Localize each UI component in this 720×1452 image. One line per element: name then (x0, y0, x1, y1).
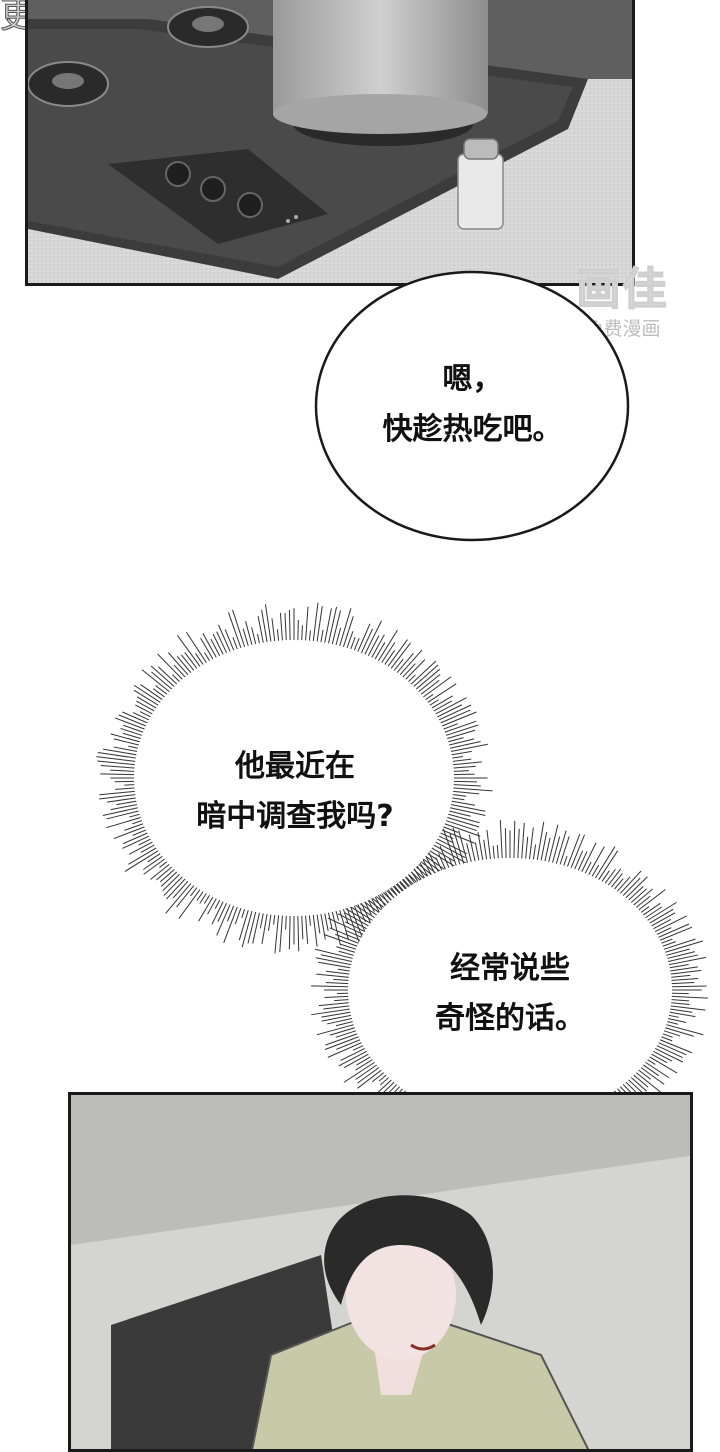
speech-text: 嗯， 快趁热吃吧。 (320, 355, 625, 455)
speech-line-1: 嗯， (320, 355, 625, 405)
thought-2-line-1: 经常说些 (355, 944, 665, 994)
thought-text-2: 经常说些 奇怪的话。 (355, 944, 665, 1044)
thought-2-line-2: 奇怪的话。 (355, 994, 665, 1044)
character-panel (68, 1092, 693, 1452)
thought-1-line-1: 他最近在 (140, 742, 450, 792)
thought-1-line-2: 暗中调查我吗? (140, 792, 450, 842)
bubble-layer (0, 0, 720, 1100)
thought-text-1: 他最近在 暗中调查我吗? (140, 742, 450, 842)
character-illustration (71, 1095, 693, 1452)
speech-line-2: 快趁热吃吧。 (320, 405, 625, 455)
